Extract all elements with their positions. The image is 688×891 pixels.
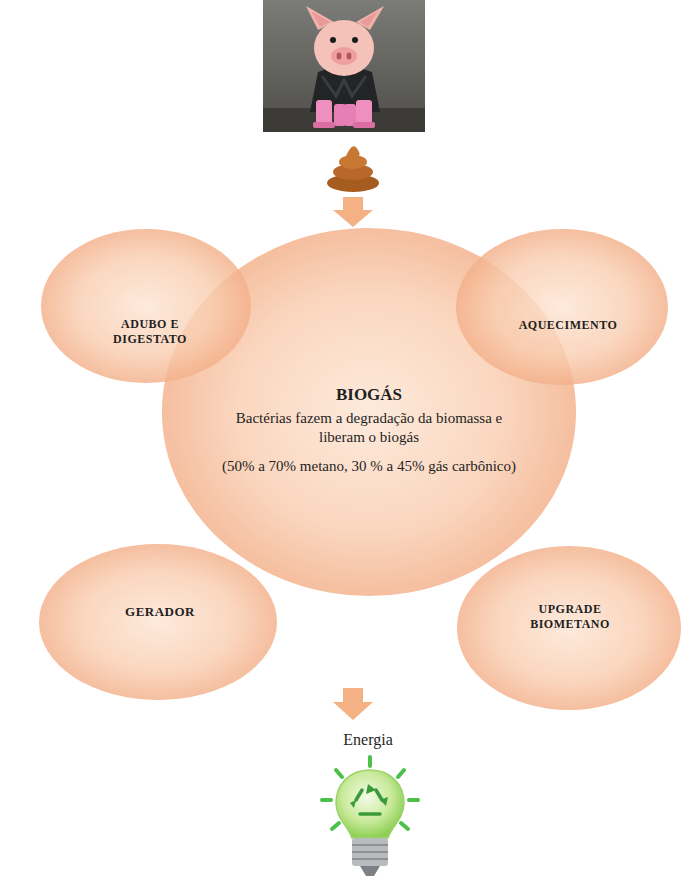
circle-text: Bactérias fazem a degradação da biomassa… [219,409,519,447]
circle-label: AQUECIMENTO [503,318,633,333]
text-block: GERADOR [95,604,225,620]
text-block: ADUBO E DIGESTATO [90,317,210,347]
text-block: BIOGÁS Bactérias fazem a degradação da bi… [219,384,519,476]
circle-outline [455,228,669,386]
down-arrow [333,197,373,227]
pig-picture [263,0,425,132]
circle-outline [38,543,278,701]
satellite-circle: UPGRADE BIOMETANO [456,545,682,711]
bulb-icon [322,757,418,876]
circle-title: BIOGÁS [219,384,519,405]
text-block: AQUECIMENTO [503,318,633,333]
satellite-circle: ADUBO E DIGESTATO [40,228,252,384]
circle-text: (50% a 70% metano, 30 % a 45% gás carbôn… [219,457,519,476]
output-label: Energia [298,731,438,749]
satellite-circle: GERADOR [38,543,278,701]
satellite-circle: AQUECIMENTO [455,228,669,386]
down-arrow [333,688,373,720]
circle-label: ADUBO E DIGESTATO [90,317,210,347]
text-block: UPGRADE BIOMETANO [510,602,630,632]
circle-label: UPGRADE BIOMETANO [510,602,630,632]
circle-outline [40,228,252,384]
manure-icon [327,146,379,192]
circle-label: GERADOR [95,604,225,620]
